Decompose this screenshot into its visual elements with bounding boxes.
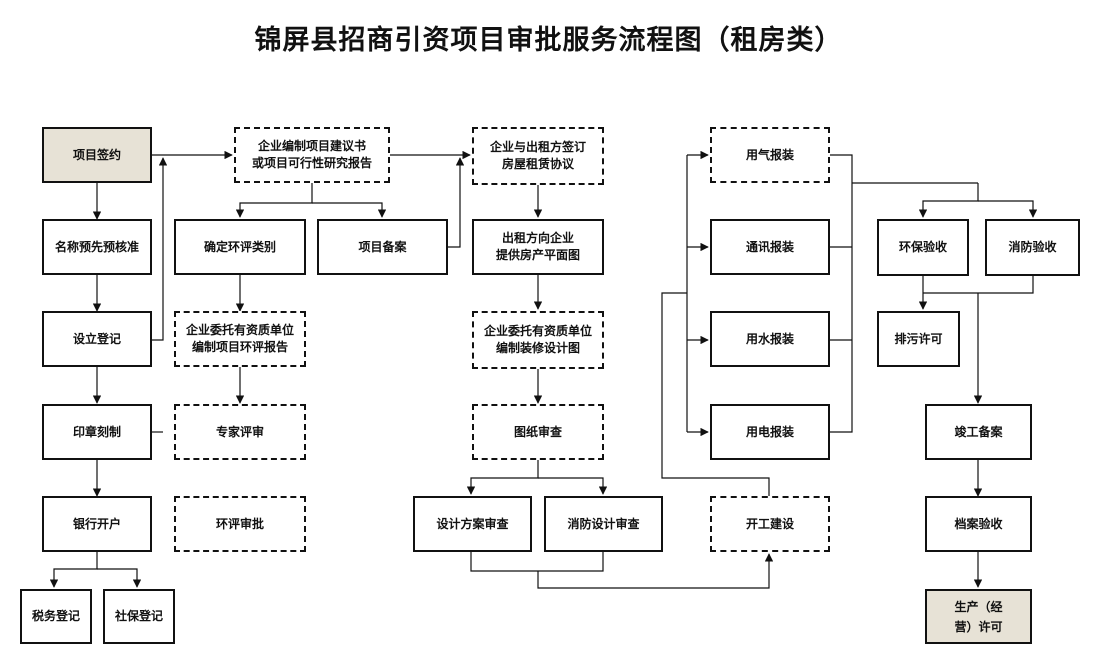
water-application-box: 用水报装 [710, 311, 830, 367]
telecom-application-box: 通讯报装 [710, 219, 830, 275]
decoration-design-line2: 编制装修设计图 [495, 341, 580, 355]
social-insurance-registration-box: 社保登记 [103, 589, 175, 644]
expert-review-label: 专家评审 [215, 424, 264, 439]
establishment-registration-label: 设立登记 [72, 331, 121, 346]
gas-application-label: 用气报装 [745, 147, 794, 162]
project-proposal-line1: 企业编制项目建议书 [257, 139, 366, 153]
name-preapproval-box: 名称预先预核准 [42, 219, 152, 275]
production-license-box: 生产（经 营）许可 [925, 589, 1032, 644]
establishment-registration-box: 设立登记 [42, 311, 152, 367]
eia-report-line2: 编制项目环评报告 [191, 340, 288, 354]
archive-acceptance-label: 档案验收 [954, 516, 1003, 531]
floor-plan-box: 出租方向企业 提供房产平面图 [472, 219, 604, 275]
name-preapproval-label: 名称预先预核准 [54, 239, 139, 254]
seal-engraving-box: 印章刻制 [42, 404, 152, 460]
tax-registration-label: 税务登记 [31, 609, 80, 623]
eia-approval-box: 环评审批 [174, 496, 306, 552]
construction-start-box: 开工建设 [710, 496, 830, 552]
expert-review-box: 专家评审 [174, 404, 306, 460]
social-insurance-registration-label: 社保登记 [114, 609, 163, 623]
project-proposal-box: 企业编制项目建议书 或项目可行性研究报告 [234, 127, 390, 183]
floor-plan-line1: 出租方向企业 [501, 231, 574, 245]
eia-report-box: 企业委托有资质单位 编制项目环评报告 [174, 311, 306, 367]
tax-registration-box: 税务登记 [20, 589, 92, 644]
bank-account-label: 银行开户 [72, 516, 121, 531]
completion-filing-box: 竣工备案 [925, 404, 1032, 460]
power-application-label: 用电报装 [745, 424, 794, 439]
discharge-permit-box: 排污许可 [877, 311, 960, 367]
page-title: 锦屏县招商引资项目审批服务流程图（租房类） [254, 25, 843, 56]
completion-filing-label: 竣工备案 [954, 424, 1003, 439]
eia-approval-label: 环评审批 [215, 516, 264, 531]
seal-engraving-label: 印章刻制 [72, 424, 121, 439]
fire-acceptance-label: 消防验收 [1008, 240, 1057, 254]
gas-application-box: 用气报装 [710, 127, 830, 183]
archive-acceptance-box: 档案验收 [925, 496, 1032, 552]
water-application-label: 用水报装 [745, 331, 794, 346]
lease-agreement-line1: 企业与出租方签订 [489, 140, 586, 154]
fire-acceptance-box: 消防验收 [985, 219, 1080, 276]
decoration-design-line1: 企业委托有资质单位 [483, 324, 592, 338]
drawing-review-box: 图纸审查 [472, 404, 604, 460]
project-signing-label: 项目签约 [72, 147, 121, 162]
env-acceptance-label: 环保验收 [898, 240, 947, 254]
production-license-line2: 营）许可 [954, 619, 1003, 634]
floor-plan-line2: 提供房产平面图 [495, 248, 580, 262]
project-proposal-line2: 或项目可行性研究报告 [251, 156, 372, 170]
project-filing-box: 项目备案 [317, 219, 448, 275]
telecom-application-label: 通讯报装 [745, 239, 794, 254]
env-category-box: 确定环评类别 [174, 219, 306, 275]
construction-start-label: 开工建设 [745, 516, 794, 531]
env-acceptance-box: 环保验收 [877, 219, 969, 276]
env-category-label: 确定环评类别 [203, 239, 276, 254]
design-plan-review-box: 设计方案审查 [413, 496, 532, 552]
fire-design-review-label: 消防设计审查 [567, 516, 640, 531]
drawing-review-label: 图纸审查 [513, 424, 562, 439]
eia-report-line1: 企业委托有资质单位 [185, 323, 294, 337]
lease-agreement-box: 企业与出租方签订 房屋租赁协议 [472, 127, 604, 185]
project-filing-label: 项目备案 [358, 239, 407, 254]
power-application-box: 用电报装 [710, 404, 830, 460]
bank-account-box: 银行开户 [42, 496, 152, 552]
discharge-permit-label: 排污许可 [894, 331, 943, 346]
design-plan-review-label: 设计方案审查 [436, 516, 509, 531]
production-license-line1: 生产（经 [954, 599, 1003, 614]
project-signing-box: 项目签约 [42, 127, 152, 183]
lease-agreement-line2: 房屋租赁协议 [501, 157, 574, 171]
decoration-design-box: 企业委托有资质单位 编制装修设计图 [472, 311, 604, 369]
fire-design-review-box: 消防设计审查 [544, 496, 663, 552]
